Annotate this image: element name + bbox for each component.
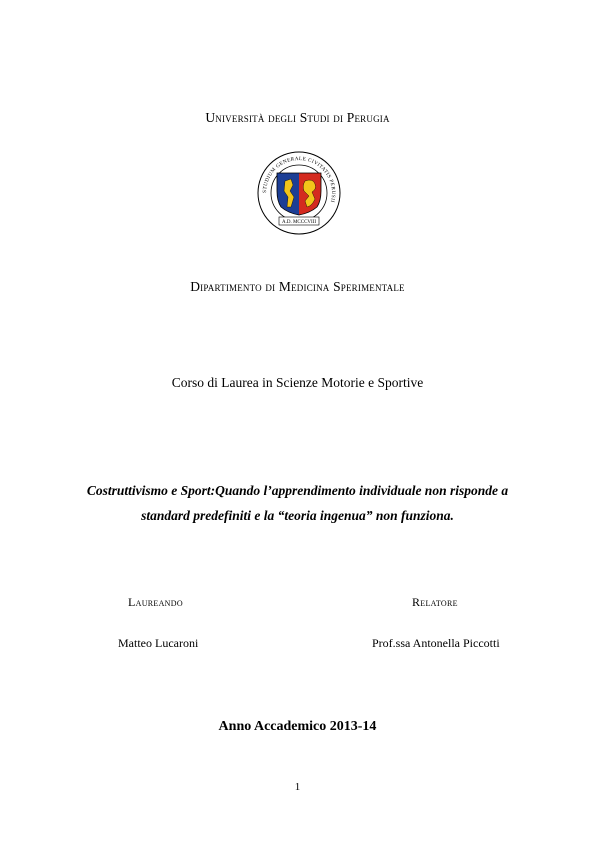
seal-date-banner [278, 216, 320, 226]
thesis-title-line-2: standard predefiniti e la “teoria ingenu… [141, 508, 454, 523]
university-seal: STUDIUM GENERALE CIVITATIS PERUSII A.D. … [257, 151, 341, 235]
seal-shield [276, 172, 322, 216]
department-name: Dipartimento di Medicina Sperimentale [190, 279, 405, 294]
candidate-label: Laureando [128, 595, 183, 609]
thesis-title-line-1: Costruttivismo e Sport:Quando l’apprendi… [86, 483, 509, 498]
course-name: Corso di Laurea in Scienze Motorie e Spo… [171, 375, 424, 390]
candidate-name: Matteo Lucaroni [118, 636, 199, 650]
university-name: Università degli Studi di Perugia [205, 110, 390, 125]
page-number: 1 [294, 781, 301, 793]
supervisor-label: Relatore [412, 595, 458, 609]
seal-date-text: A.D. MCCCVIII [282, 220, 316, 225]
academic-year: Anno Accademico 2013-14 [218, 719, 377, 734]
thesis-title: Costruttivismo e Sport:Quando l’apprendi… [0, 478, 595, 528]
supervisor-name: Prof.ssa Antonella Piccotti [372, 636, 500, 650]
